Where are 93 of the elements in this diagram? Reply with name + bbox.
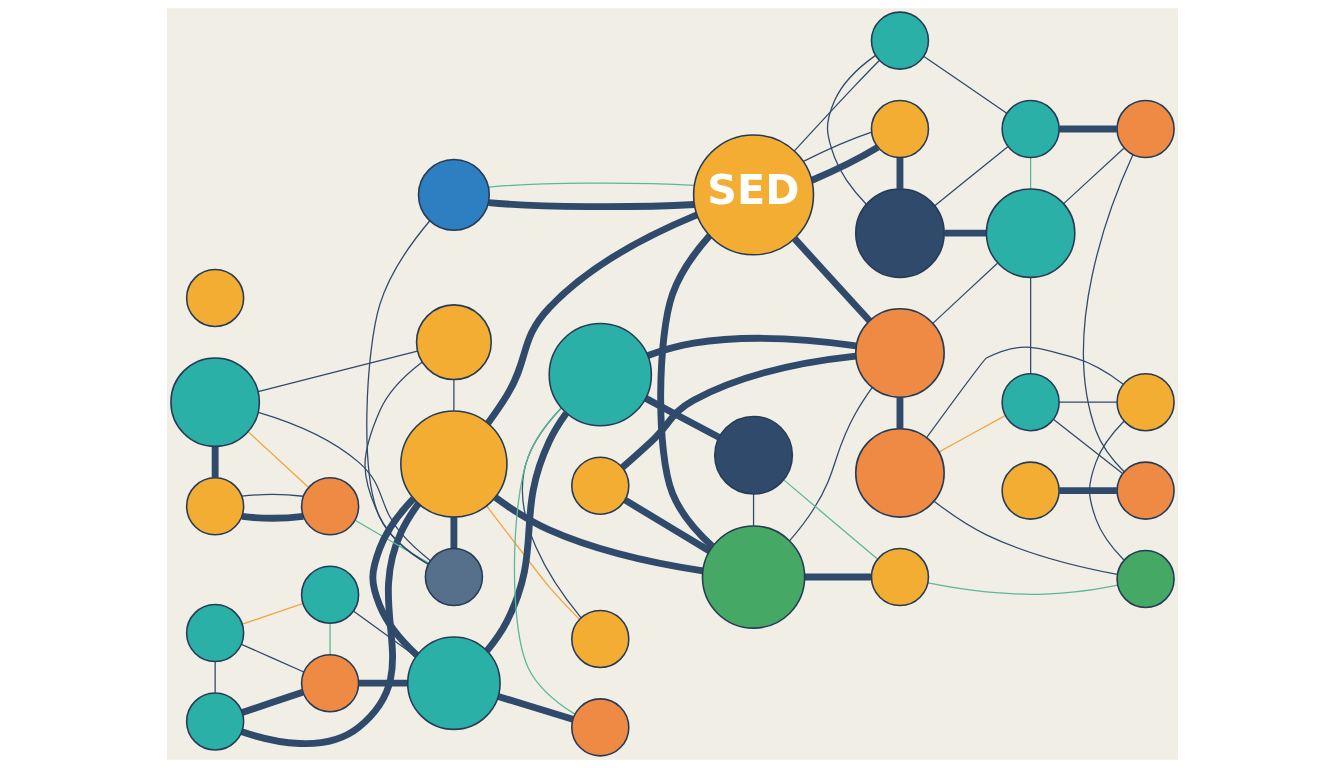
- connector: [487, 182, 695, 188]
- node-circle: [169, 357, 260, 448]
- connector: [932, 500, 1118, 576]
- node-circle: [417, 158, 490, 232]
- connector: [804, 573, 871, 581]
- connector: [484, 211, 698, 426]
- connector: [619, 352, 856, 470]
- connector: [363, 361, 429, 565]
- connector: [1058, 487, 1117, 495]
- connector: [240, 493, 304, 497]
- node-circle: [1000, 99, 1060, 159]
- node-circle: [1115, 461, 1175, 520]
- connector: [214, 661, 216, 694]
- node-circle: [185, 692, 244, 751]
- node-circle: [985, 188, 1076, 279]
- connector: [643, 395, 720, 441]
- connector: [1062, 147, 1124, 205]
- connector: [944, 229, 986, 237]
- node-circle: SED: [692, 134, 814, 256]
- connector: [257, 350, 418, 393]
- connector: [211, 446, 219, 478]
- connector: [449, 517, 457, 549]
- connector: [1029, 276, 1031, 375]
- connector: [1052, 418, 1123, 475]
- node-circle: [1000, 372, 1060, 432]
- connector: [938, 415, 1006, 453]
- connector: [782, 479, 878, 560]
- connector: [933, 146, 1008, 207]
- node-circle: [300, 565, 359, 625]
- node-circle: [854, 188, 945, 279]
- connector: [810, 144, 879, 184]
- connector: [240, 688, 304, 716]
- connector: [240, 501, 421, 747]
- connector: [791, 236, 872, 324]
- node-circle: [547, 322, 652, 427]
- node-circle: [1115, 99, 1175, 159]
- node-circle: [1115, 372, 1175, 432]
- node-circle: [300, 653, 359, 713]
- connector: [365, 220, 430, 565]
- node-circle: [570, 698, 630, 757]
- connector: [483, 411, 569, 654]
- node-circle: [300, 477, 359, 536]
- node-circle: [854, 427, 945, 518]
- connector: [922, 55, 1007, 114]
- connector: [646, 335, 857, 359]
- node-circle: [1115, 549, 1175, 609]
- connector: [452, 379, 455, 412]
- node-circle: [415, 304, 492, 381]
- connector: [788, 387, 873, 542]
- connector: [896, 157, 903, 189]
- connector: [1029, 156, 1031, 190]
- connector: [240, 643, 304, 673]
- connector: [241, 513, 304, 522]
- connector: [354, 519, 430, 564]
- connector: [925, 346, 1124, 438]
- connector: [931, 262, 998, 324]
- node-circle: [854, 308, 945, 399]
- connector: [247, 431, 309, 488]
- node-circle: [185, 603, 244, 663]
- connector: [257, 411, 431, 562]
- connector: [487, 199, 695, 211]
- node-circle: [406, 636, 501, 731]
- connector: [793, 60, 880, 152]
- connector: [496, 693, 574, 723]
- node-circle: [570, 609, 630, 669]
- node-circle: [570, 456, 630, 515]
- connector: [493, 494, 703, 575]
- connector: [241, 603, 303, 625]
- node-circle: [870, 547, 929, 607]
- node-circle: [870, 11, 929, 70]
- connector: [752, 493, 754, 527]
- connector: [1082, 154, 1133, 473]
- node-circle: [701, 525, 805, 629]
- connector: [328, 623, 331, 656]
- connector: [1058, 401, 1117, 403]
- connector: [513, 407, 575, 715]
- node-circle: [1000, 461, 1060, 520]
- node-circle: [399, 410, 508, 518]
- connector: [656, 233, 715, 549]
- node-circle: [424, 547, 483, 607]
- connector: [896, 397, 903, 429]
- connector: [1088, 420, 1125, 561]
- connector: [802, 131, 872, 162]
- connector: [622, 497, 711, 554]
- node-circle: [185, 477, 244, 536]
- connector: [368, 496, 419, 658]
- node-circle: [185, 268, 244, 328]
- connector: [1058, 125, 1117, 133]
- connector: [485, 505, 580, 620]
- node-circle: [713, 415, 793, 495]
- connector: [826, 54, 876, 205]
- connector: [358, 679, 408, 687]
- node-circle: [870, 99, 929, 159]
